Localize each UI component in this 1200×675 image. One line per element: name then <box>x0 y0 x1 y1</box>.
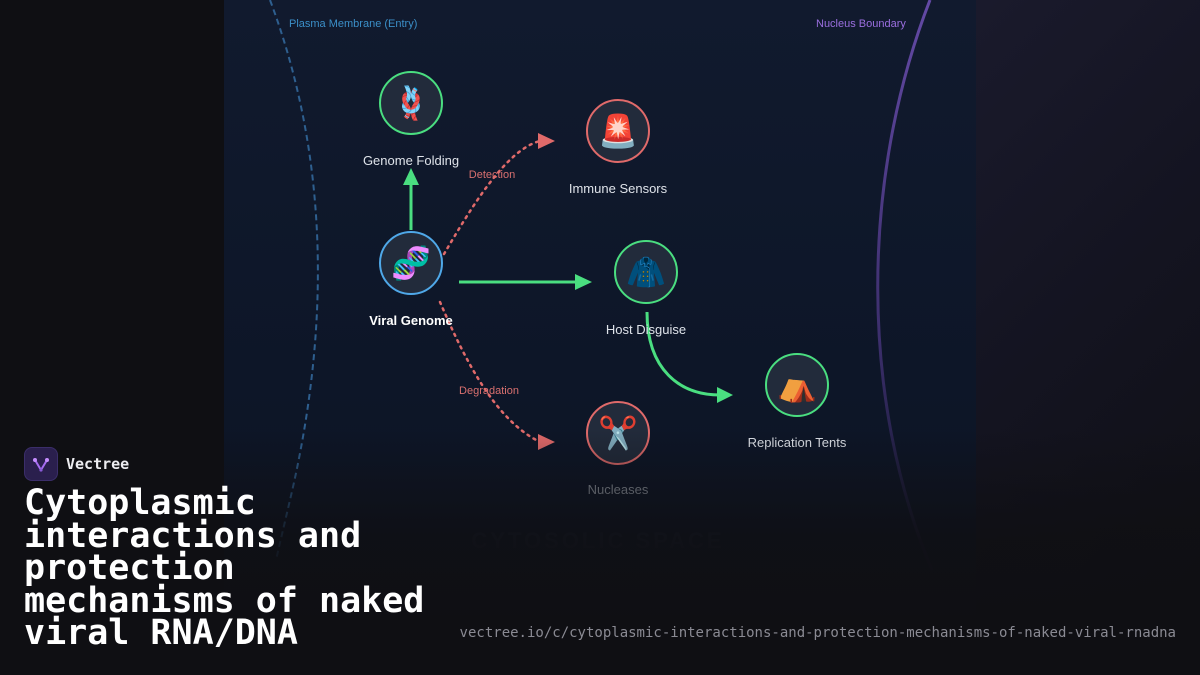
replication-tents-label: Replication Tents <box>747 435 847 450</box>
knot-icon: 🪢 <box>391 85 431 121</box>
viral-genome-node[interactable]: 🧬 <box>379 231 443 295</box>
arrow-host-disguise <box>575 274 592 290</box>
coat-icon: 🧥 <box>626 254 666 290</box>
host-disguise-node[interactable]: 🧥 <box>614 240 678 304</box>
arrow-replication-tents <box>717 387 733 403</box>
siren-icon: 🚨 <box>598 113 638 149</box>
brand[interactable]: Vectree <box>24 447 129 481</box>
immune-sensors-label: Immune Sensors <box>568 181 668 196</box>
arrow-genome-folding <box>403 168 419 185</box>
plasma-membrane-label: Plasma Membrane (Entry) <box>289 18 418 30</box>
genome-folding-label: Genome Folding <box>362 153 460 168</box>
arrow-detection <box>538 133 555 149</box>
cytosolic-space-label: CYTOSOLIC SPACE <box>471 528 725 553</box>
nucleases-label: Nucleases <box>587 482 649 497</box>
edge-degradation <box>438 300 542 444</box>
brand-name: Vectree <box>66 455 130 473</box>
genome-folding-node[interactable]: 🪢 <box>379 71 443 135</box>
edge-replication-tents <box>645 311 721 397</box>
vectree-logo-icon <box>24 447 58 481</box>
immune-sensors-node[interactable]: 🚨 <box>586 99 650 163</box>
dna-icon: 🧬 <box>391 245 431 281</box>
nucleus-boundary-line <box>876 0 934 571</box>
detection-edge-label: Detection <box>468 169 516 181</box>
scissors-icon: ✂️ <box>598 415 638 451</box>
host-disguise-label: Host Disguise <box>605 322 687 337</box>
page-title: Cytoplasmic interactions and protection … <box>24 483 425 653</box>
nucleus-boundary-label: Nucleus Boundary <box>816 18 906 30</box>
plasma-membrane-boundary <box>269 0 319 561</box>
viral-genome-label: Viral Genome <box>369 313 453 328</box>
degradation-edge-label: Degradation <box>459 385 519 397</box>
replication-tents-node[interactable]: ⛺ <box>765 353 829 417</box>
tent-icon: ⛺ <box>777 367 817 403</box>
arrow-degradation <box>538 434 555 450</box>
page-url[interactable]: vectree.io/c/cytoplasmic-interactions-an… <box>459 625 1176 641</box>
nucleases-node[interactable]: ✂️ <box>586 401 650 465</box>
